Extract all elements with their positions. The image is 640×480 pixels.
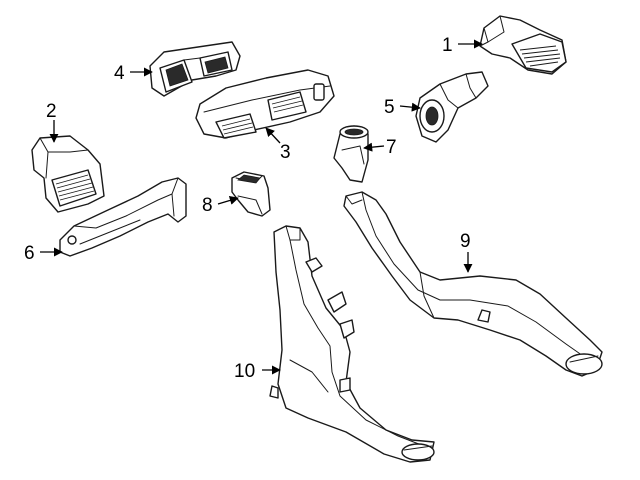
callout-1: 1 [442, 35, 453, 56]
part-7-connector[interactable] [333, 125, 369, 183]
callout-6: 6 [24, 243, 35, 264]
part-3-center-vent[interactable] [195, 69, 335, 139]
callout-8: 8 [202, 195, 213, 216]
part-9-floor-duct-right[interactable] [343, 191, 603, 377]
part-5-outlet-duct[interactable] [415, 71, 489, 143]
part-8-elbow[interactable] [231, 171, 271, 217]
part-2-side-vent[interactable] [31, 135, 105, 213]
callout-3: 3 [280, 142, 291, 163]
callout-2: 2 [46, 101, 57, 122]
part-4-twin-vent[interactable] [149, 41, 241, 97]
callout-5: 5 [384, 97, 395, 118]
callout-7: 7 [386, 137, 397, 158]
part-6-side-duct[interactable] [59, 177, 187, 257]
part-10-floor-duct-center[interactable] [269, 225, 435, 463]
callout-10: 10 [234, 361, 255, 382]
part-1-vent[interactable] [479, 15, 567, 75]
callout-9: 9 [460, 231, 471, 252]
callout-4: 4 [114, 63, 125, 84]
